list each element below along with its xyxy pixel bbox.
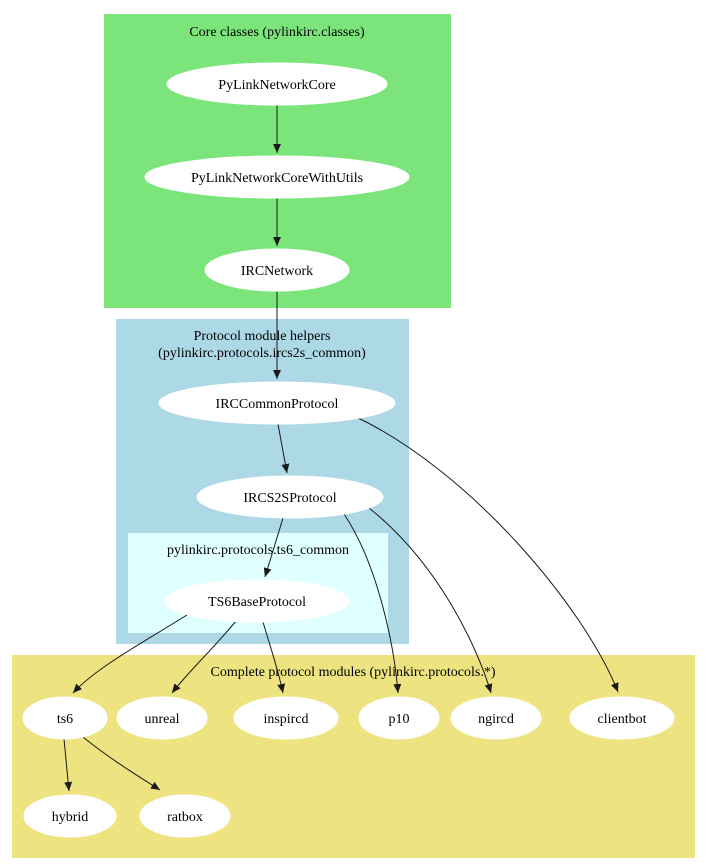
node-ircnetwork: IRCNetwork [204,248,350,292]
node-inspircd-shape [233,696,339,740]
node-ts6baseprotocol-label: TS6BaseProtocol [208,595,306,610]
node-pylinknetworkcorewithutils-shape [144,155,410,199]
node-ts6-label: ts6 [57,712,73,727]
node-ircnetwork-shape [204,248,350,292]
node-ngircd-label: ngircd [478,712,514,727]
node-inspircd-label: inspircd [263,712,308,727]
node-p10: p10 [358,696,440,740]
node-p10-label: p10 [389,712,410,727]
node-unreal-label: unreal [145,712,180,727]
node-ircs2sprotocol-shape [196,475,384,519]
node-inspircd: inspircd [233,696,339,740]
edge-ircs2sprotocol-to-p10 [343,513,402,694]
node-pylinknetworkcore-shape [166,62,388,106]
cluster-complete-modules: Complete protocol modules (pylinkirc.pro… [12,655,695,858]
node-ratbox-shape [139,794,231,838]
node-ratbox: ratbox [139,794,231,838]
node-ratbox-label: ratbox [167,810,203,825]
node-irccommonprotocol-shape [158,381,396,425]
edge-ts6-to-ratbox [82,736,161,791]
cluster-complete-box [12,655,695,858]
edge-irccommonprotocol-to-clientbot [353,415,619,693]
node-clientbot-label: clientbot [598,712,647,727]
node-pylinknetworkcorewithutils-label: PyLinkNetworkCoreWithUtils [191,171,363,186]
cluster-helpers-title-line1: Protocol module helpers [194,329,331,344]
node-clientbot-shape [569,696,675,740]
node-clientbot: clientbot [569,696,675,740]
cluster-ts6-common-title: pylinkirc.protocols.ts6_common [167,543,349,558]
edge-ts6-to-hybrid [63,738,73,792]
node-hybrid: hybrid [23,794,117,838]
node-ts6baseprotocol-shape [164,579,350,623]
node-pylinknetworkcorewithutils: PyLinkNetworkCoreWithUtils [144,155,410,199]
node-irccommonprotocol-label: IRCCommonProtocol [216,397,339,412]
node-unreal-shape [116,696,208,740]
node-ngircd-shape [450,696,542,740]
node-p10-shape [358,696,440,740]
node-unreal: unreal [116,696,208,740]
edge-ts6baseprotocol-to-inspircd [262,621,286,694]
node-ircs2sprotocol: IRCS2SProtocol [196,475,384,519]
edge-ts6baseprotocol-to-ts6 [72,614,188,694]
node-pylinknetworkcore: PyLinkNetworkCore [166,62,388,106]
edge-irccommonprotocol-to-ircs2sprotocol [277,423,290,474]
cluster-complete-title: Complete protocol modules (pylinkirc.pro… [210,665,495,680]
node-irccommonprotocol: IRCCommonProtocol [158,381,396,425]
node-ts6-shape [22,696,108,740]
node-ircnetwork-label: IRCNetwork [241,264,313,279]
node-ts6: ts6 [22,696,108,740]
edge-ts6baseprotocol-to-unreal [171,620,237,694]
cluster-core-title: Core classes (pylinkirc.classes) [189,25,365,40]
node-ts6baseprotocol: TS6BaseProtocol [164,579,350,623]
edge-ircs2sprotocol-to-ngircd [368,507,493,694]
cluster-helpers-title-line2: (pylinkirc.protocols.ircs2s_common) [158,346,366,361]
node-hybrid-shape [23,794,117,838]
edge-ircs2sprotocol-to-ts6baseprotocol [263,517,284,578]
node-ngircd: ngircd [450,696,542,740]
node-pylinknetworkcore-label: PyLinkNetworkCore [218,78,335,93]
node-hybrid-label: hybrid [52,810,89,825]
node-ircs2sprotocol-label: IRCS2SProtocol [243,491,336,506]
